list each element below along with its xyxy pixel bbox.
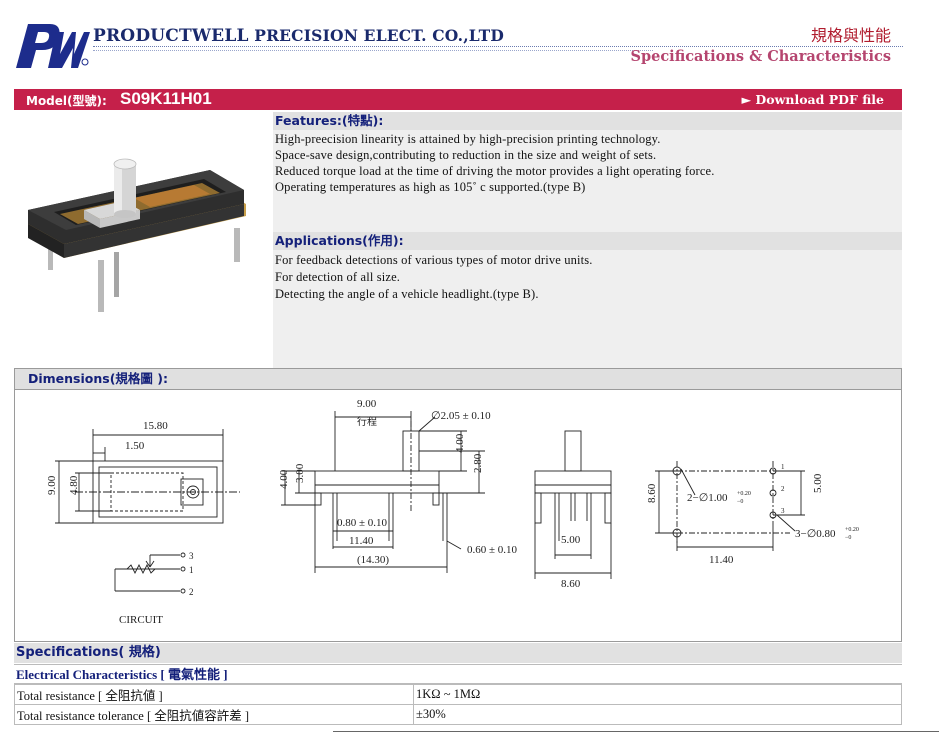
dim-travel-cn: 行程 (357, 415, 377, 428)
header-rule (93, 46, 903, 47)
dim-lead-height: 3.00 (294, 463, 306, 483)
dim-height-outer: 9.00 (46, 475, 58, 495)
applications-title: Applications(作用): (273, 232, 902, 250)
dim-side-overall: 8.60 (561, 578, 581, 590)
spec-table: Total resistance [ 全阻抗値 ] 1KΩ ~ 1MΩ Tota… (14, 684, 902, 725)
pcb-pin-label: 2 (781, 485, 785, 493)
company-name-main: PRODUCTWELL (93, 26, 249, 46)
feature-line: Reduced torque load at the time of drivi… (275, 164, 715, 178)
page-title-chinese: 規格與性能 (810, 26, 891, 45)
model-label: Model(型號): (26, 94, 107, 108)
company-name-suffix: PRECISION ELECT. CO.,LTD (254, 26, 505, 45)
pcb-pin-label: 1 (781, 463, 785, 471)
tolerance-minus: −0 (737, 499, 743, 505)
dim-pcb-width: 11.40 (709, 554, 734, 566)
dim-side-width: 5.00 (561, 534, 581, 546)
info-panel: Features:(特點): High-preecision linearity… (273, 112, 902, 368)
bottom-overlay-strip (333, 731, 939, 742)
spec-name: Total resistance [ 全阻抗値 ] (14, 684, 414, 705)
spec-value: 1KΩ ~ 1MΩ (413, 684, 902, 705)
header-rule-secondary (93, 50, 653, 51)
pcb-pin-label: 3 (781, 507, 785, 515)
feature-line: High-preecision linearity is attained by… (275, 132, 661, 146)
circuit-diagram (114, 552, 186, 594)
features-title: Features:(特點): (273, 112, 902, 130)
dim-overall: (14.30) (357, 554, 389, 566)
tolerance-plus: +0.20 (845, 527, 859, 533)
dim-pcb-vertical: 5.00 (812, 473, 824, 493)
dim-pin-thickness: 0.60 ± 0.10 (467, 544, 518, 556)
top-view (55, 429, 240, 524)
table-row: Total resistance tolerance [ 全阻抗値容許差 ] ±… (14, 704, 902, 725)
dim-shaft-diameter: ∅2.05 ± 0.10 (431, 410, 491, 422)
pin-label: 2 (189, 587, 194, 597)
productwell-logo (16, 24, 90, 68)
spec-name: Total resistance tolerance [ 全阻抗値容許差 ] (14, 704, 414, 725)
application-line: Detecting the angle of a vehicle headlig… (275, 287, 539, 301)
dim-height-inner: 4.80 (68, 475, 80, 495)
dim-pitch: 11.40 (349, 535, 374, 547)
dim-pcb-height: 8.60 (646, 483, 658, 503)
application-line: For detection of all size. (275, 270, 401, 284)
feature-line: Operating temperatures as high as 105˚ c… (275, 180, 586, 194)
model-bar: Model(型號): S09K11H01 ► Download PDF file (14, 89, 902, 110)
dim-hole-3: 3−∅0.80 (795, 528, 836, 540)
dim-travel: 9.00 (357, 398, 377, 410)
dimensions-panel: Dimensions(規格圖 ): 15.80 1.50 9.00 (14, 368, 902, 642)
dim-hole-2: 2−∅1.00 (687, 492, 728, 504)
dim-body-height: 4.00 (278, 469, 290, 489)
front-view (281, 411, 485, 573)
tolerance-plus: +0.20 (737, 491, 751, 497)
company-name: PRODUCTWELL PRECISION ELECT. CO.,LTD (93, 26, 504, 46)
download-pdf-link[interactable]: ► Download PDF file (741, 92, 884, 107)
product-image (28, 158, 246, 312)
dimension-drawing: 15.80 1.50 9.00 4.80 3 1 2 CIRCUIT (46, 398, 859, 626)
model-number: S09K11H01 (120, 89, 212, 108)
dim-pin-width: 0.80 ± 0.10 (337, 517, 388, 529)
pin-label: 3 (189, 551, 194, 561)
pcb-layout (655, 461, 805, 551)
dim-shaft-height: 4.00 (454, 433, 466, 453)
dim-top-length: 15.80 (143, 420, 168, 432)
feature-line: Space-save design,contributing to reduct… (275, 148, 657, 162)
dim-shaft-height-2: 2.80 (472, 453, 484, 473)
page-title-english: Specifications & Characteristics (630, 48, 891, 65)
specifications-title: Specifications( 規格) (14, 643, 902, 663)
application-line: For feedback detections of various types… (275, 253, 593, 267)
side-view (534, 430, 612, 579)
table-row: Total resistance [ 全阻抗値 ] 1KΩ ~ 1MΩ (14, 684, 902, 705)
tolerance-minus: −0 (845, 535, 851, 541)
circuit-label: CIRCUIT (119, 614, 163, 626)
dimensions-title: Dimensions(規格圖 ): (15, 369, 901, 390)
spec-value: ±30% (413, 704, 902, 725)
pin-label: 1 (189, 565, 194, 575)
dim-slot-length: 1.50 (125, 440, 145, 452)
electrical-characteristics-title: Electrical Characteristics [ 電氣性能 ] (14, 664, 902, 684)
